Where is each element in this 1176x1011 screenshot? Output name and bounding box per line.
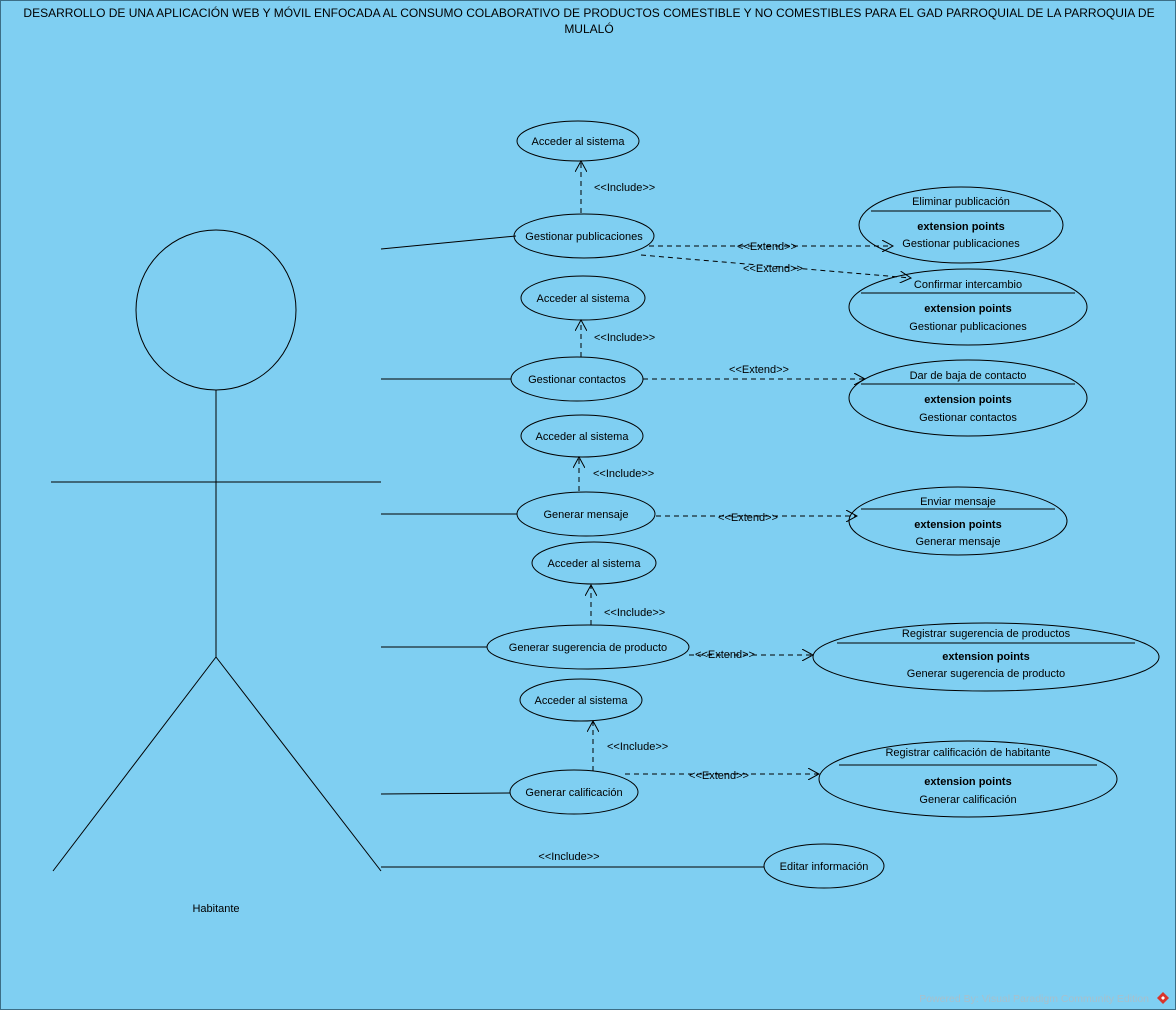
include-relations <box>579 161 593 771</box>
use-case-acceder-1[interactable]: Acceder al sistema <box>516 120 640 162</box>
use-case-editar-informacion[interactable]: Editar información <box>763 843 885 889</box>
extend-label-enviar: <<Extend>> <box>718 512 778 524</box>
include-label-4: <<Include>> <box>604 607 665 619</box>
use-case-label: Acceder al sistema <box>548 558 642 570</box>
use-case-shape <box>513 213 655 259</box>
use-case-acceder-4[interactable]: Acceder al sistema <box>531 541 657 585</box>
use-case-acceder-2[interactable]: Acceder al sistema <box>520 275 646 321</box>
use-case-label: Generar mensaje <box>544 509 629 521</box>
extension-points-label: extension points <box>917 221 1004 233</box>
use-case-shape <box>531 541 657 585</box>
extension-points-label: extension points <box>914 519 1001 531</box>
include-label-1: <<Include>> <box>594 182 655 194</box>
use-case-shape <box>509 769 639 815</box>
extension-shape <box>848 359 1088 437</box>
actor-right-leg <box>215 656 382 872</box>
actor-left-leg <box>52 656 217 872</box>
extension-name: Confirmar intercambio <box>914 279 1022 291</box>
extension-points-label: extension points <box>924 303 1011 315</box>
use-case-label: Editar información <box>780 861 869 873</box>
use-case-shape <box>763 843 885 889</box>
extension-points-label: extension points <box>942 651 1029 663</box>
extension-name: Enviar mensaje <box>920 496 996 508</box>
use-case-generar-calificacion[interactable]: Generar calificación <box>509 769 639 815</box>
extension-point: Gestionar publicaciones <box>902 238 1020 250</box>
extension-points-label: extension points <box>924 394 1011 406</box>
include-label-editar: <<Include>> <box>538 851 599 863</box>
extension-eliminar-publicacion[interactable]: Eliminar publicación extension points Ge… <box>858 186 1064 264</box>
actor-habitante[interactable] <box>51 229 382 872</box>
use-case-acceder-3[interactable]: Acceder al sistema <box>520 414 644 458</box>
extension-enviar-mensaje[interactable]: Enviar mensaje extension points Generar … <box>848 486 1068 556</box>
use-case-label: Gestionar publicaciones <box>525 231 643 243</box>
use-case-label: Acceder al sistema <box>535 695 629 707</box>
extension-dar-baja-contacto[interactable]: Dar de baja de contacto extension points… <box>848 359 1088 437</box>
use-case-shape <box>520 275 646 321</box>
extension-point: Gestionar contactos <box>919 412 1017 424</box>
extension-confirmar-intercambio[interactable]: Confirmar intercambio extension points G… <box>848 268 1088 346</box>
extension-shape <box>848 268 1088 346</box>
extension-name: Dar de baja de contacto <box>910 370 1027 382</box>
use-case-generar-sugerencia[interactable]: Generar sugerencia de producto <box>486 624 690 670</box>
extension-name: Registrar sugerencia de productos <box>902 628 1071 640</box>
use-case-label: Generar sugerencia de producto <box>509 642 667 654</box>
extend-relations <box>625 246 911 774</box>
use-case-shape <box>510 356 644 402</box>
use-case-shape <box>520 414 644 458</box>
use-case-label: Generar calificación <box>525 787 622 799</box>
diagram-title: DESARROLLO DE UNA APLICACIÓN WEB Y MÓVIL… <box>23 6 1155 36</box>
assoc-generar-calificacion <box>380 792 511 795</box>
assoc-gestionar-publicaciones <box>380 235 517 250</box>
actor-head <box>135 229 297 391</box>
use-case-shape <box>516 491 656 537</box>
use-case-shape <box>516 120 640 162</box>
extension-point: Generar calificación <box>919 794 1016 806</box>
use-case-gestionar-contactos[interactable]: Gestionar contactos <box>510 356 644 402</box>
use-case-shape <box>486 624 690 670</box>
extension-registrar-calificacion[interactable]: Registrar calificación de habitante exte… <box>818 740 1118 818</box>
use-case-acceder-5[interactable]: Acceder al sistema <box>519 678 643 722</box>
extend-label-confirmar: <<Extend>> <box>743 263 803 275</box>
include-label-2: <<Include>> <box>594 332 655 344</box>
extension-shape <box>818 740 1118 818</box>
extend-label-baja: <<Extend>> <box>729 364 789 376</box>
include-label-5: <<Include>> <box>607 741 668 753</box>
extend-arrow-confirmar <box>640 254 911 278</box>
extension-registrar-sugerencia[interactable]: Registrar sugerencia de productos extens… <box>812 622 1160 692</box>
extension-name: Registrar calificación de habitante <box>885 747 1050 759</box>
footer-credit: Powered By: Visual Paradigm Community Ed… <box>919 993 1149 1005</box>
use-case-label: Acceder al sistema <box>532 136 626 148</box>
use-case-label: Gestionar contactos <box>528 374 626 386</box>
extension-name: Eliminar publicación <box>912 196 1010 208</box>
extension-point: Generar sugerencia de producto <box>907 668 1065 680</box>
visual-paradigm-logo-icon <box>1157 992 1169 1004</box>
use-case-label: Acceder al sistema <box>537 293 631 305</box>
extension-shape <box>848 486 1068 556</box>
associations <box>380 235 764 868</box>
extension-shape <box>858 186 1064 264</box>
extend-label-calificacion: <<Extend>> <box>689 770 749 782</box>
extension-shape <box>812 622 1160 692</box>
extension-point: Generar mensaje <box>916 536 1001 548</box>
use-case-label: Acceder al sistema <box>536 431 630 443</box>
use-case-shape <box>519 678 643 722</box>
extend-label-sugerencia: <<Extend>> <box>695 649 755 661</box>
use-case-gestionar-publicaciones[interactable]: Gestionar publicaciones <box>513 213 655 259</box>
use-case-generar-mensaje[interactable]: Generar mensaje <box>516 491 656 537</box>
include-label-3: <<Include>> <box>593 468 654 480</box>
extension-points-label: extension points <box>924 776 1011 788</box>
actor-label: Habitante <box>192 903 239 915</box>
extend-label-eliminar: <<Extend>> <box>737 241 797 253</box>
extension-point: Gestionar publicaciones <box>909 321 1027 333</box>
